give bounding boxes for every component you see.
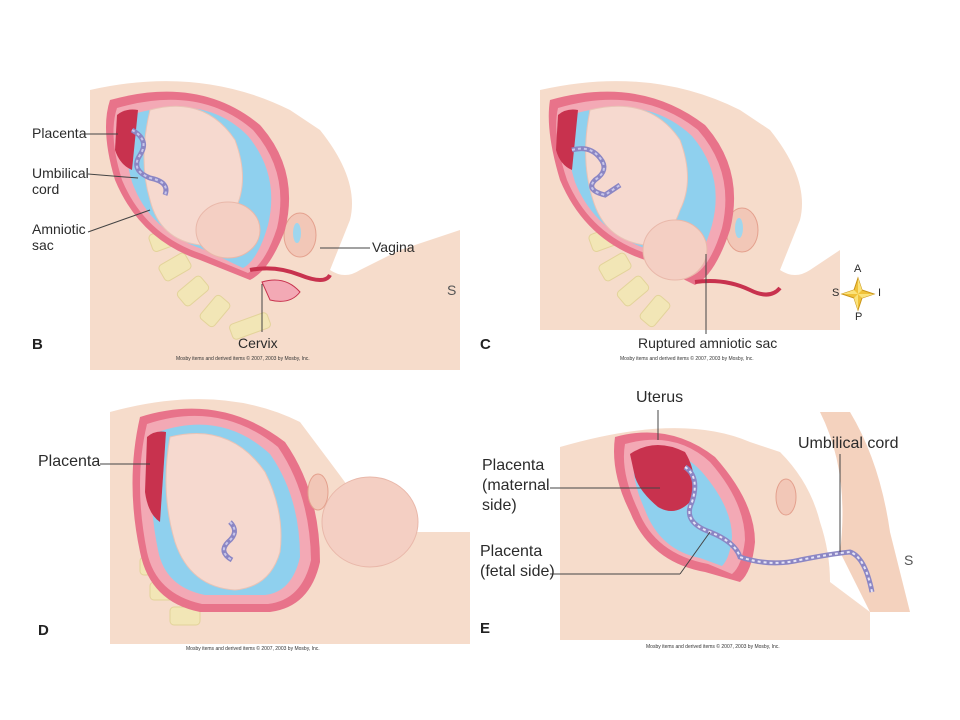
panel-c-illustration xyxy=(540,81,840,334)
side-mark-b: S xyxy=(447,282,457,298)
panel-letter-c: C xyxy=(480,336,491,353)
compass-anterior: A xyxy=(854,263,862,275)
panel-letter-d: D xyxy=(38,622,49,639)
placenta-fetal-label-line1: Placenta xyxy=(480,543,543,560)
copyright-c: Mosby items and derived items © 2007, 20… xyxy=(620,356,754,362)
ruptured-amniotic-sac-label: Ruptured amniotic sac xyxy=(638,335,778,351)
panel-d: Placenta D Mosby items and derived items… xyxy=(0,382,470,662)
cervix-label: Cervix xyxy=(238,335,278,351)
vagina-label: Vagina xyxy=(372,239,415,255)
umbilical-label-line2: cord xyxy=(32,181,60,197)
panel-c: Ruptured amniotic sac C Mosby items and … xyxy=(480,70,860,370)
panel-b-illustration xyxy=(82,81,460,370)
placenta-maternal-label-line3: side) xyxy=(482,497,517,514)
panel-b: Placenta Umbilical cord Amniotic sac Vag… xyxy=(0,70,460,370)
uterus-label: Uterus xyxy=(636,389,684,406)
orientation-compass: A S I P xyxy=(828,262,888,326)
panel-d-illustration xyxy=(100,399,470,644)
compass-posterior: P xyxy=(855,311,863,323)
panel-letter-e: E xyxy=(480,620,491,637)
panel-e-illustration xyxy=(550,410,910,640)
copyright-b: Mosby items and derived items © 2007, 20… xyxy=(176,356,310,362)
placenta-fetal-label-line2: (fetal side) xyxy=(480,563,555,580)
compass-inferior: I xyxy=(878,287,882,299)
compass-star-icon xyxy=(840,276,876,312)
umbilical-cord-label-e: Umbilical cord xyxy=(798,435,899,452)
copyright-e: Mosby items and derived items © 2007, 20… xyxy=(646,644,780,650)
placenta-label-d: Placenta xyxy=(38,453,101,470)
amniotic-label-line1: Amniotic xyxy=(32,221,86,237)
placenta-label: Placenta xyxy=(32,125,87,141)
panel-letter-b: B xyxy=(32,336,43,353)
panel-e: Uterus Umbilical cord Placenta (maternal… xyxy=(470,382,940,662)
umbilical-label-line1: Umbilical xyxy=(32,165,89,181)
copyright-d: Mosby items and derived items © 2007, 20… xyxy=(186,646,320,652)
placenta-maternal-label-line1: Placenta xyxy=(482,457,545,474)
compass-superior: S xyxy=(832,287,840,299)
placenta-maternal-label-line2: (maternal xyxy=(482,477,550,494)
amniotic-label-line2: sac xyxy=(32,237,54,253)
side-mark-e: S xyxy=(904,552,914,568)
